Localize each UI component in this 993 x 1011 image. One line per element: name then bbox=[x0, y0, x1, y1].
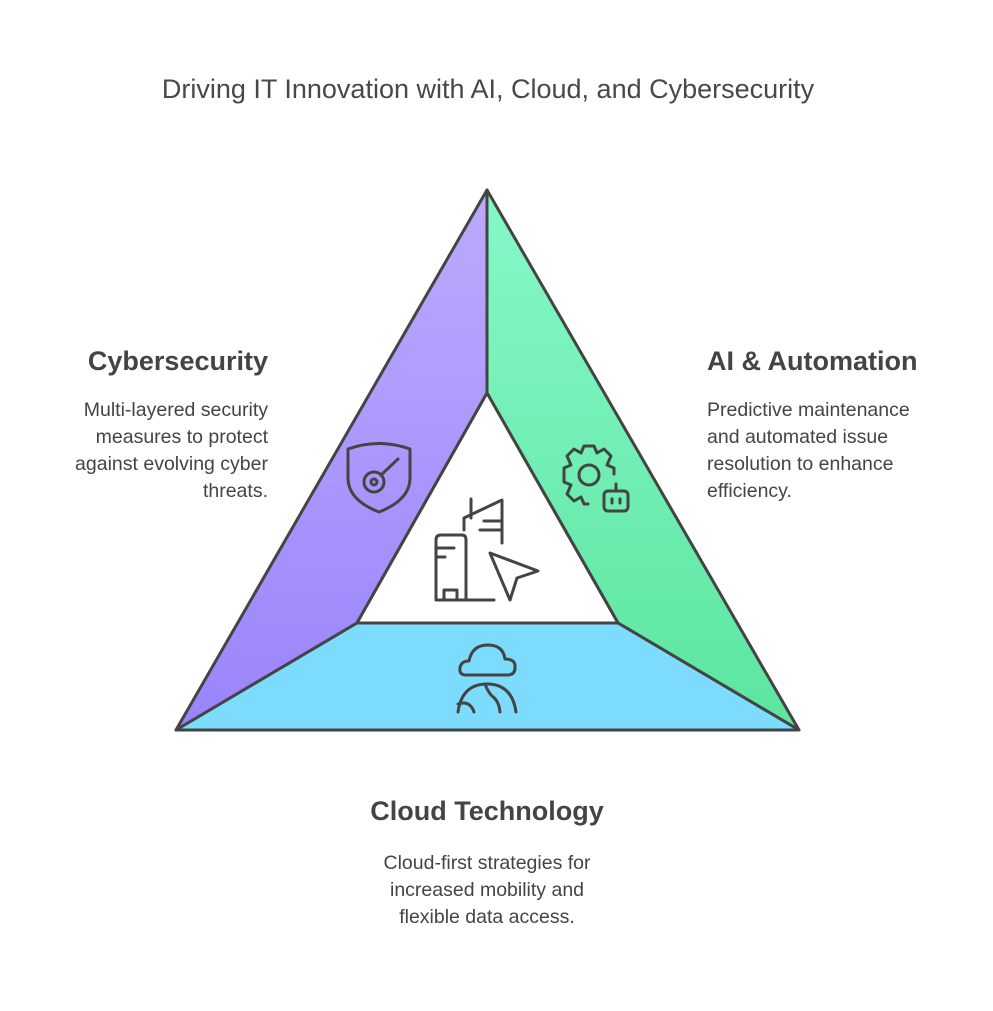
cloud-heading: Cloud Technology bbox=[370, 796, 604, 826]
description-line: increased mobility and bbox=[389, 879, 585, 901]
description-line: Multi-layered security bbox=[83, 399, 268, 421]
description-line: and automated issue bbox=[707, 426, 889, 448]
ai-description: Predictive maintenance and automated iss… bbox=[707, 397, 910, 505]
gear-robot-icon bbox=[562, 444, 630, 513]
cloud-description: Cloud-first strategies for increased mob… bbox=[287, 850, 687, 931]
description-line: efficiency. bbox=[707, 480, 792, 502]
ai-heading: AI & Automation bbox=[707, 346, 918, 376]
building-cursor-icon bbox=[434, 497, 540, 602]
description-line: Predictive maintenance bbox=[707, 399, 910, 421]
description-line: resolution to enhance bbox=[707, 453, 894, 475]
description-line: flexible data access. bbox=[399, 906, 575, 928]
cybersecurity-description: Multi-layered security measures to prote… bbox=[75, 397, 268, 505]
description-line: Cloud-first strategies for bbox=[383, 852, 591, 874]
shield-key-icon bbox=[346, 442, 412, 514]
diagram-title: Driving IT Innovation with AI, Cloud, an… bbox=[161, 74, 815, 104]
description-line: against evolving cyber bbox=[75, 453, 268, 475]
cybersecurity-heading: Cybersecurity bbox=[87, 346, 268, 376]
description-line: measures to protect bbox=[95, 426, 268, 448]
cloud-globe-icon bbox=[456, 643, 518, 714]
description-line: threats. bbox=[202, 480, 268, 502]
